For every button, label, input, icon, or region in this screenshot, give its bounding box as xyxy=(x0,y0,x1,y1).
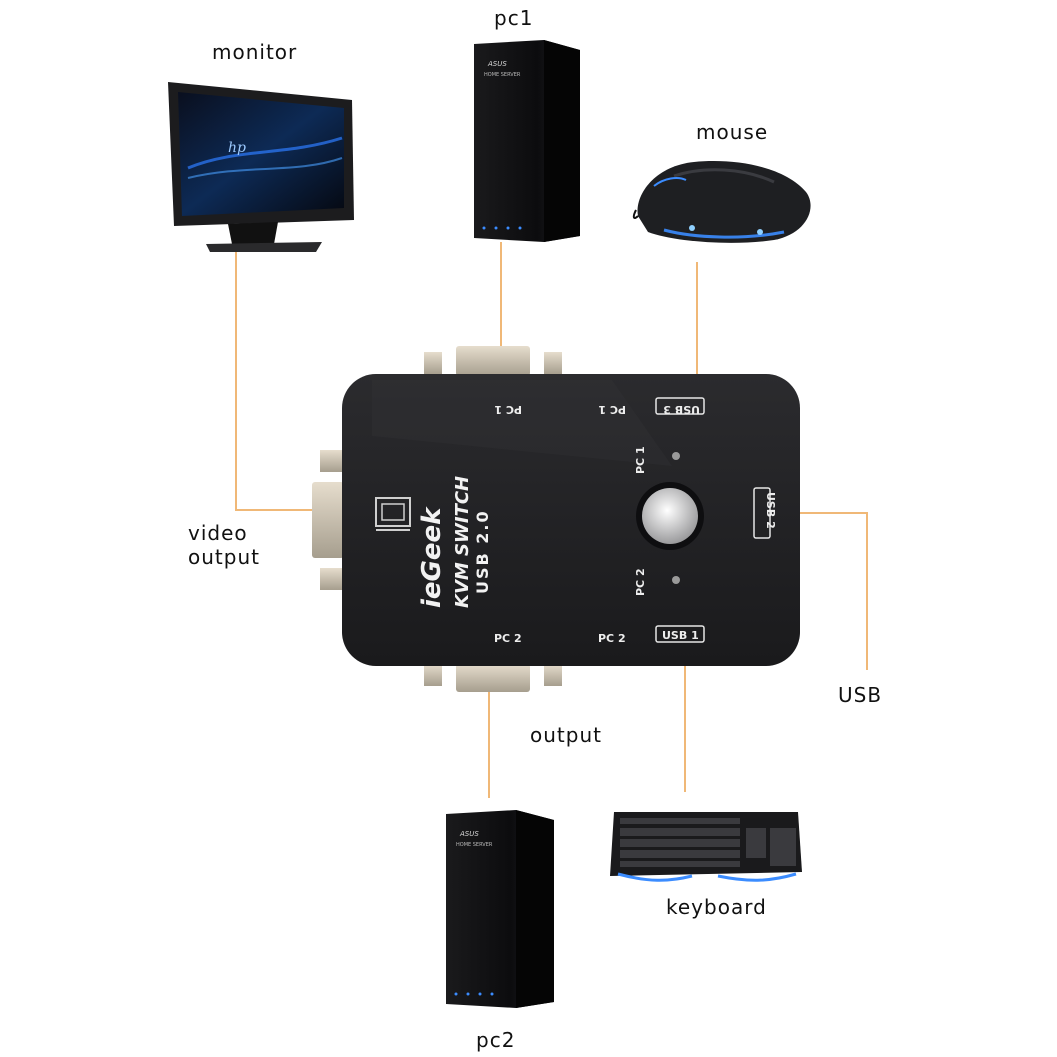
wire-pc2 xyxy=(488,692,490,798)
switch-top-usb: USB 3 xyxy=(663,403,700,416)
switch-bottom-usb: USB 1 xyxy=(662,629,699,642)
pc2-tower-image: ASUS HOME SERVER xyxy=(446,810,554,1008)
switch-top-port-left: PC 1 xyxy=(494,403,522,416)
label-usb: USB xyxy=(838,683,883,707)
switch-side-usb: USB 2 xyxy=(764,492,777,529)
label-video-output-line2: output xyxy=(188,545,260,569)
switch-usb-version: USB 2.0 xyxy=(473,509,492,594)
monitor-image: hp xyxy=(168,82,354,252)
wire-usb xyxy=(800,512,868,514)
switch-brand: ieGeek xyxy=(417,506,447,608)
switch-top-port-right: PC 1 xyxy=(598,403,626,416)
switch-bottom-port-right: PC 2 xyxy=(598,632,626,645)
switch-bottom-port-left: PC 2 xyxy=(494,632,522,645)
wire-video-output xyxy=(235,509,315,511)
label-output: output xyxy=(530,723,602,747)
label-mouse: mouse xyxy=(696,120,769,144)
pc1-tower-image: ASUS HOME SERVER xyxy=(474,40,580,242)
keyboard-image xyxy=(610,812,802,882)
wire-pc1 xyxy=(500,242,502,352)
mouse-image xyxy=(632,161,811,243)
wire-monitor xyxy=(235,252,237,510)
label-monitor: monitor xyxy=(212,40,298,64)
label-keyboard: keyboard xyxy=(666,895,767,919)
pc1-brand-text: ASUS xyxy=(487,60,507,68)
pc2-subtitle-text: HOME SERVER xyxy=(456,842,493,848)
switch-led-bottom-label: PC 2 xyxy=(634,568,647,596)
wire-usb-down xyxy=(866,512,868,670)
monitor-brand-text: hp xyxy=(228,140,246,156)
wire-mouse xyxy=(696,262,698,374)
pc2-brand-text: ASUS xyxy=(459,830,479,838)
switch-model: KVM SWITCH xyxy=(452,476,473,608)
kvm-switch-image: PC 1 PC 1 USB 3 USB 2 PC 2 PC 2 USB 1 PC… xyxy=(312,346,800,692)
wire-keyboard xyxy=(684,666,686,792)
switch-led-top-label: PC 1 xyxy=(634,446,647,474)
label-pc1: pc1 xyxy=(494,6,534,30)
label-video-output-line1: video xyxy=(188,521,248,545)
pc1-subtitle-text: HOME SERVER xyxy=(484,72,521,78)
label-pc2: pc2 xyxy=(476,1028,516,1052)
